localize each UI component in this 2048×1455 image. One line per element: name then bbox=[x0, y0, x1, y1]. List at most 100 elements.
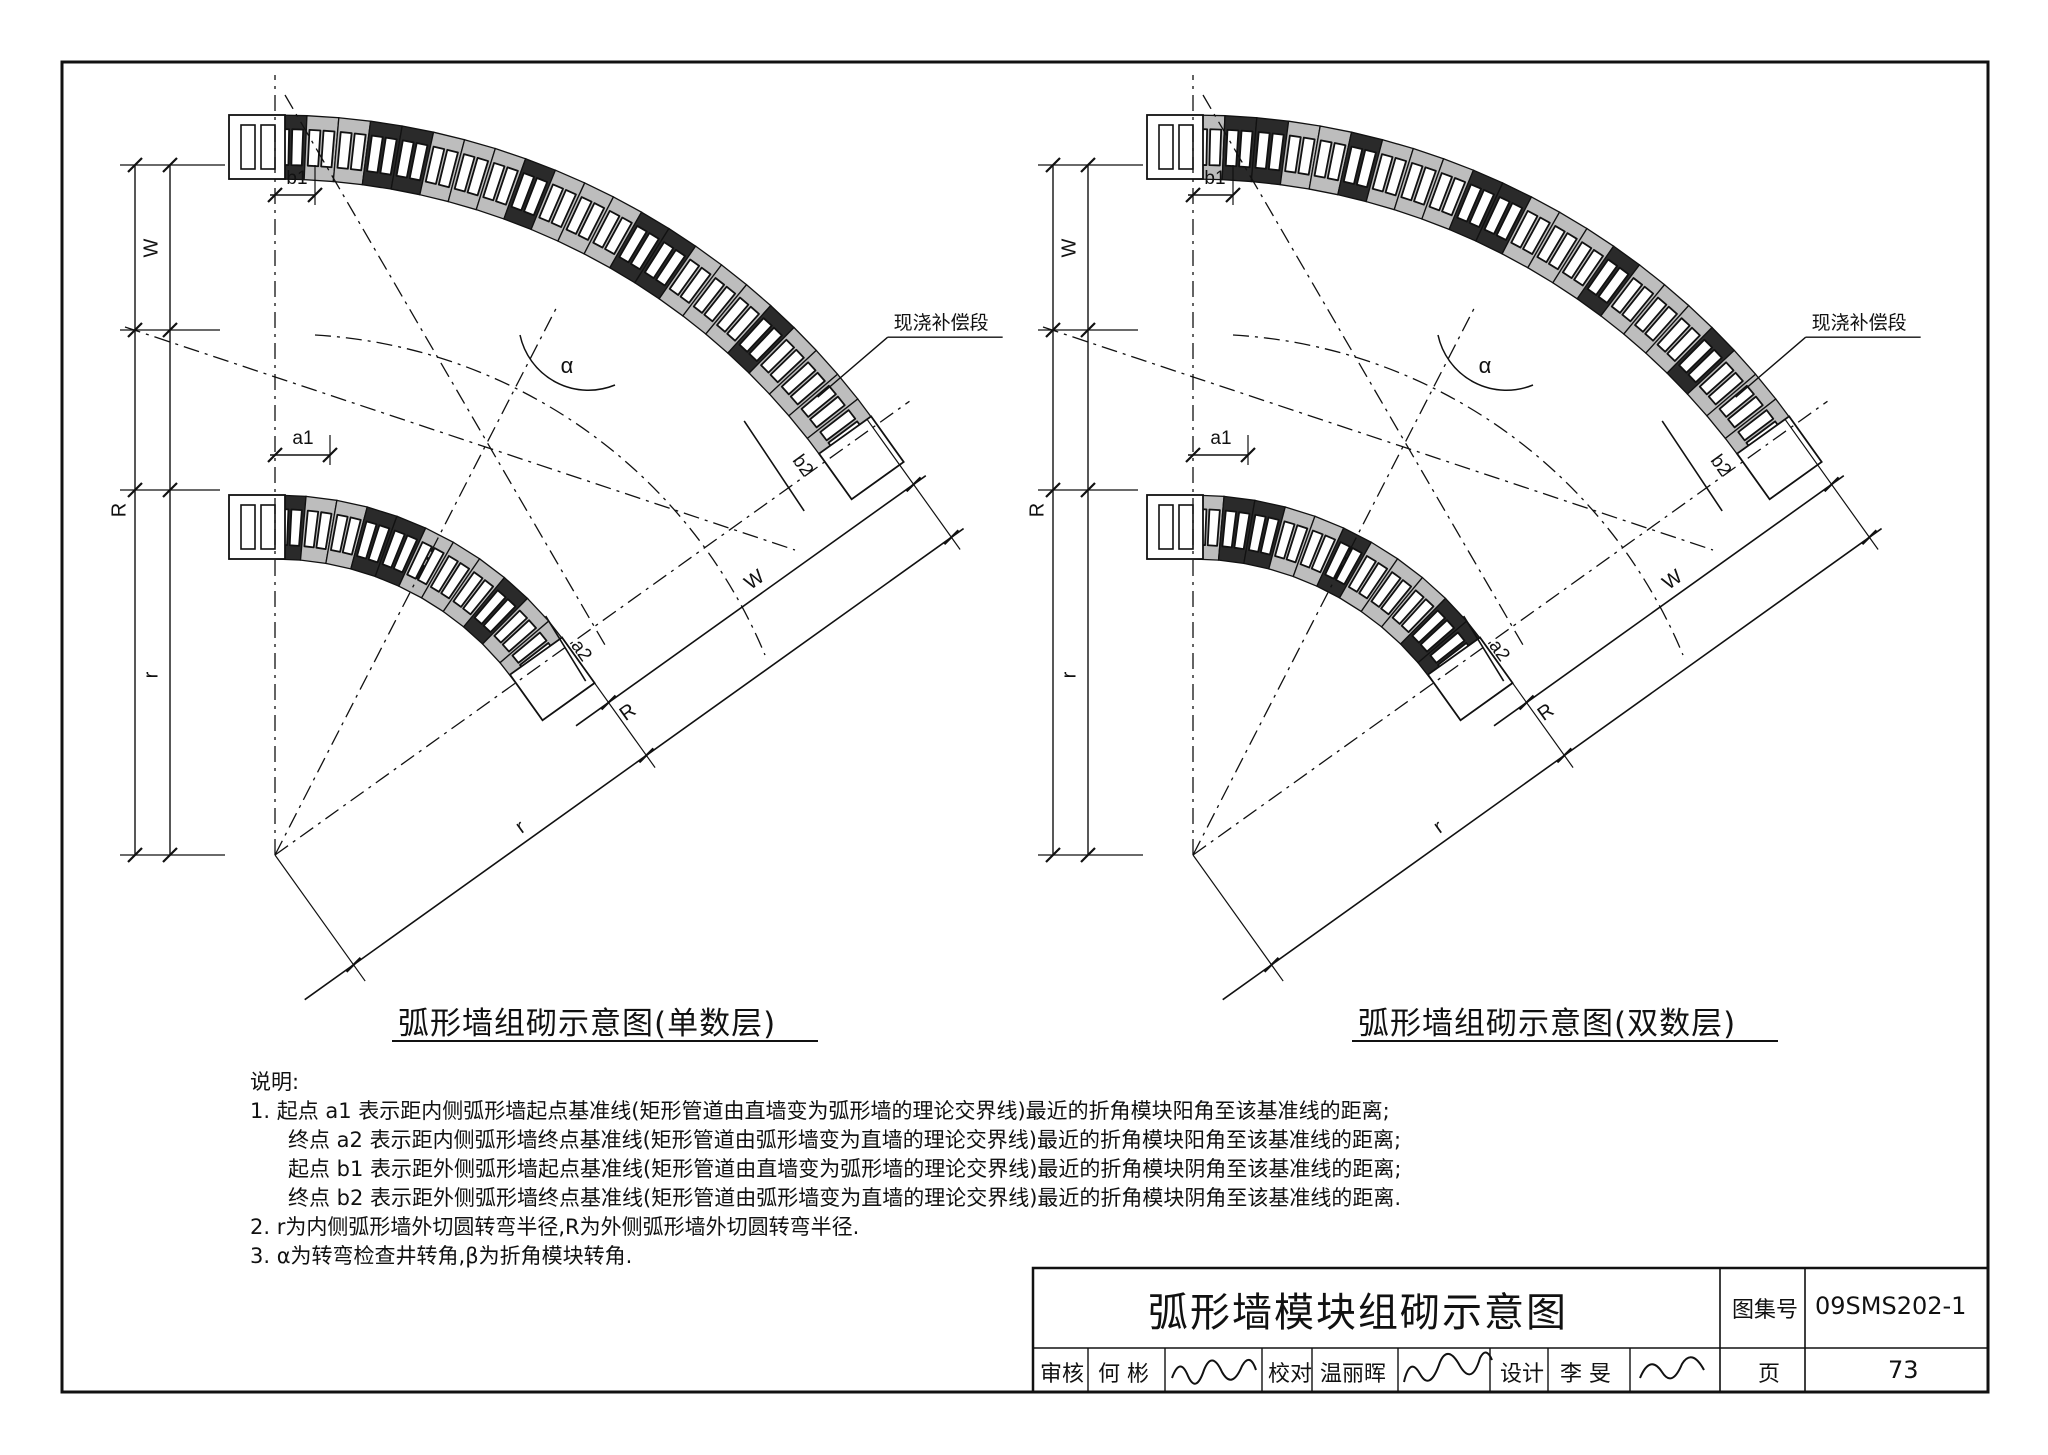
inner-wall-cell bbox=[1429, 631, 1466, 664]
inner-wall-cell bbox=[1324, 541, 1351, 580]
end-centerline bbox=[274, 400, 910, 856]
dim-label-R-diagonal: R bbox=[616, 699, 641, 725]
drawing-right-title-underline bbox=[1352, 1040, 1778, 1042]
alpha-label: α bbox=[1479, 353, 1492, 378]
callout-leader bbox=[1735, 336, 1807, 398]
outer-wall-cell bbox=[1561, 241, 1593, 279]
construction-arc bbox=[314, 334, 766, 656]
callout-leader bbox=[817, 336, 889, 398]
ext-line-diagonal bbox=[561, 637, 656, 768]
outer-end-stub bbox=[1735, 415, 1823, 501]
outer-wall-cell bbox=[789, 371, 826, 406]
inner-wall-cell bbox=[315, 511, 333, 550]
outer-wall-cell bbox=[1610, 277, 1644, 314]
note-1b: 终点 a2 表示距内侧弧形墙终点基准线(矩形管道由弧形墙变为直墙的理论交界线)最… bbox=[288, 1128, 1402, 1152]
inner-wall-cell bbox=[482, 598, 517, 633]
dim-label-b1: b1 bbox=[1204, 168, 1225, 189]
outer-wall-cell bbox=[1698, 361, 1735, 396]
outer-wall-cell bbox=[336, 131, 353, 170]
outer-wall-cell bbox=[1284, 134, 1302, 174]
construction-arc bbox=[1232, 334, 1684, 656]
outer-wall-cell bbox=[1224, 128, 1240, 168]
inner-wall-cell bbox=[1358, 562, 1389, 600]
outer-wall-cell bbox=[1536, 225, 1566, 264]
title-block-grid bbox=[1031, 1266, 1990, 1394]
outer-wall-cell bbox=[550, 189, 577, 228]
dim-line-w-diagonal bbox=[1493, 475, 1845, 727]
dim-line-b2 bbox=[743, 420, 805, 512]
outer-wall-cell bbox=[726, 305, 760, 342]
outer-wall-cell bbox=[1355, 148, 1377, 189]
bisector-line bbox=[1192, 303, 1478, 856]
inner-wall-cell bbox=[493, 609, 528, 644]
outer-start-stub bbox=[228, 114, 286, 180]
design-label: 设计 bbox=[1500, 1362, 1545, 1387]
check-label: 校对 bbox=[1268, 1362, 1313, 1387]
outer-wall-cell bbox=[523, 177, 549, 217]
title-block-frame bbox=[1031, 1266, 1990, 1394]
inner-wall-cell bbox=[452, 571, 484, 608]
outer-wall-cell bbox=[1483, 196, 1511, 235]
outer-wall-cell bbox=[1495, 202, 1524, 241]
note-1: 1. 起点 a1 表示距内侧弧形墙起点基准线(矩形管道由直墙变为弧形墙的理论交界… bbox=[250, 1099, 1390, 1123]
outer-wall-cell bbox=[769, 348, 805, 384]
inner-wall-cell bbox=[1370, 571, 1402, 608]
outer-wall-cell bbox=[1238, 129, 1254, 169]
dim-tick bbox=[162, 322, 178, 338]
dim-tick bbox=[267, 187, 283, 203]
inner-wall-cell bbox=[367, 524, 391, 564]
ext-line-origin bbox=[274, 854, 366, 982]
outer-wall-cell bbox=[1400, 162, 1424, 202]
ext-line-diagonal bbox=[1479, 637, 1574, 768]
outer-wall-cell bbox=[679, 266, 712, 304]
inner-wall-cell bbox=[1335, 547, 1363, 586]
outer-wall-cell bbox=[1522, 216, 1551, 255]
inner-wall-cell bbox=[330, 513, 349, 553]
note-1d: 终点 b2 表示距外侧弧形墙终点基准线(矩形管道由弧形墙变为直墙的理论交界线)最… bbox=[288, 1186, 1402, 1210]
outer-wall-cell bbox=[760, 338, 795, 374]
inner-wall-cell bbox=[511, 631, 548, 664]
note-2: 2. r为内侧弧形墙外切圆转弯半径,R为外侧弧形墙外切圆转弯半径. bbox=[250, 1215, 860, 1239]
outer-wall-cell bbox=[1468, 189, 1495, 228]
outer-wall-cell bbox=[1267, 132, 1285, 172]
outer-wall-cell bbox=[366, 134, 384, 174]
dim-label-r-vertical: r bbox=[140, 671, 162, 678]
outer-wall-cell bbox=[1678, 338, 1713, 374]
dim-tick bbox=[1045, 322, 1061, 338]
outer-wall-cell bbox=[1326, 142, 1347, 182]
outer-start-stub-cell bbox=[1158, 124, 1174, 170]
outer-wall-cell bbox=[1687, 348, 1723, 384]
outer-wall-cell bbox=[716, 296, 750, 333]
dim-tick bbox=[162, 157, 178, 173]
review-label: 审核 bbox=[1040, 1362, 1085, 1387]
alpha-arc bbox=[519, 334, 616, 391]
designer-name: 李 旻 bbox=[1560, 1362, 1611, 1387]
designer-signature bbox=[1639, 1356, 1705, 1380]
outer-end-stub-body bbox=[817, 415, 905, 501]
outer-wall-cell bbox=[424, 145, 446, 185]
outer-wall-cell bbox=[1586, 258, 1619, 296]
alpha-arc bbox=[1437, 334, 1534, 391]
dim-tick bbox=[1080, 157, 1096, 173]
tangent-line-mid bbox=[1202, 94, 1524, 646]
note-3: 3. α为转弯检查井转角,β为折角模块转角. bbox=[250, 1244, 633, 1268]
outer-wall-cell bbox=[395, 139, 415, 179]
outer-wall-cell bbox=[1718, 384, 1755, 418]
dim-label-R-vertical: R bbox=[1026, 503, 1048, 517]
dim-tick bbox=[1080, 482, 1096, 498]
inner-wall-cell bbox=[1221, 509, 1238, 549]
outer-wall-cell bbox=[1371, 153, 1394, 193]
inner-wall-cell bbox=[1274, 520, 1296, 560]
outer-wall-cell bbox=[703, 285, 737, 323]
outer-wall-cell bbox=[320, 129, 336, 169]
dim-label-w-vertical: W bbox=[140, 238, 162, 257]
inner-wall-cell bbox=[1248, 513, 1267, 553]
callout-label: 现浇补偿段 bbox=[1812, 312, 1907, 334]
outer-wall-cell bbox=[290, 128, 305, 167]
ext-line-diagonal bbox=[866, 418, 961, 550]
inner-wall-cell bbox=[1285, 524, 1309, 564]
dim-tick bbox=[1045, 157, 1061, 173]
outer-wall-cell bbox=[1510, 209, 1539, 249]
